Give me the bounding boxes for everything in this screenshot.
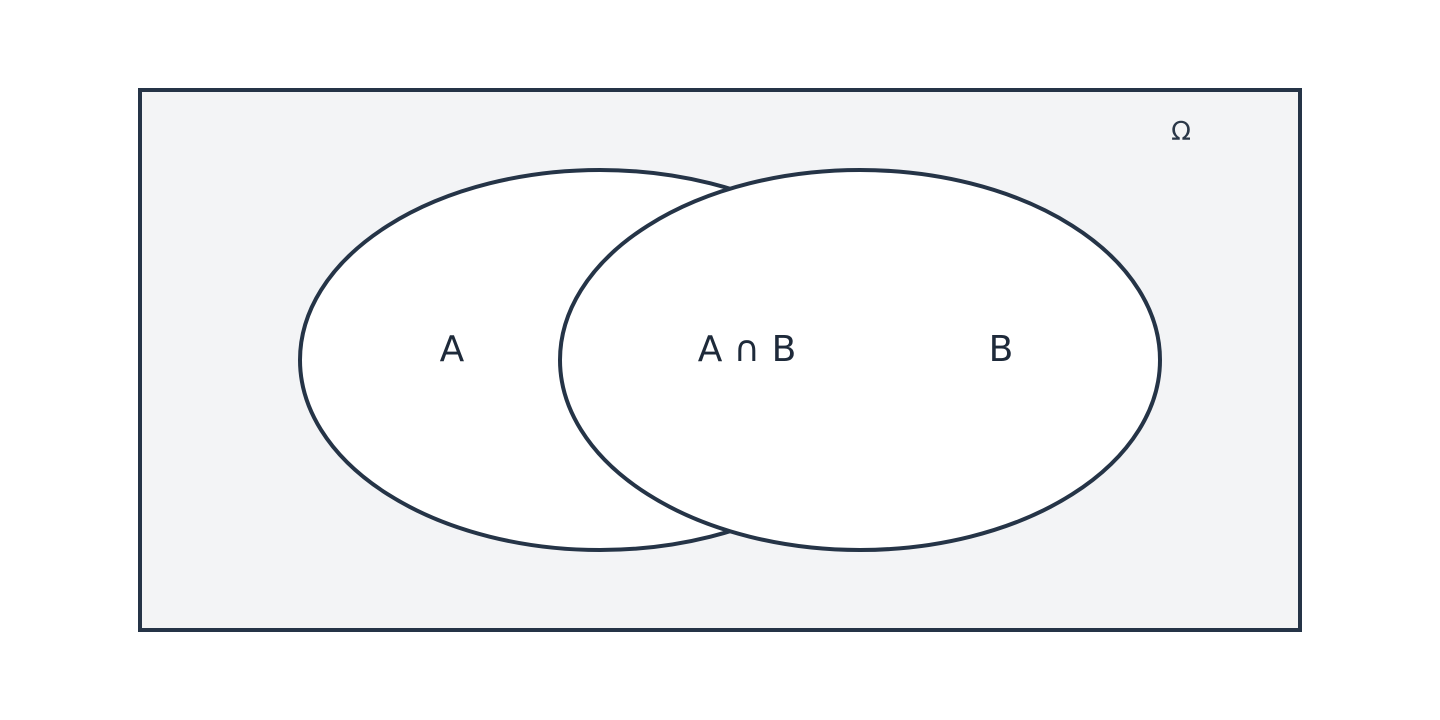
set-b-ellipse (558, 168, 1162, 552)
set-b-label: B (989, 329, 1014, 370)
universe-label: Ω (1171, 117, 1191, 147)
intersection-label: A ∩ B (698, 329, 797, 370)
set-a-label: A (440, 329, 465, 370)
